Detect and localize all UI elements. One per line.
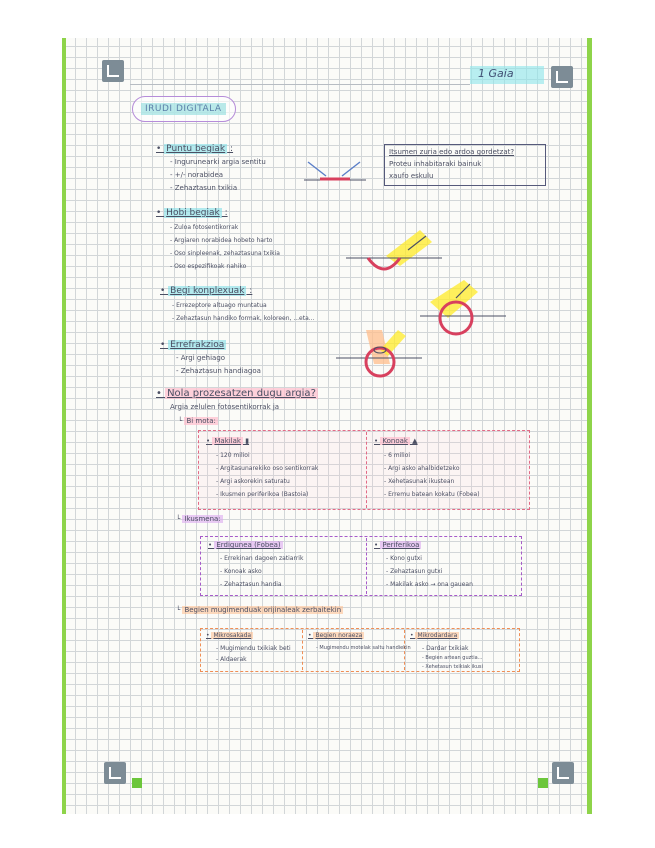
corner-logo-icon bbox=[102, 60, 124, 82]
list-item: - Zehaztasun handiko formak, koloreen, .… bbox=[172, 315, 315, 322]
list-item: - Ikusmen periferikoa (Bastoia) bbox=[216, 491, 309, 498]
list-item: - Konoak asko bbox=[220, 568, 262, 575]
heading-hobi-begiak: • Hobi begiak : bbox=[156, 208, 228, 218]
chapter-label: 1 Gaia bbox=[470, 66, 544, 84]
mikrodardara-title: • Mikrodardara bbox=[410, 632, 460, 639]
question-box: Itsumen zuria edo ardoa gordetzat? Prote… bbox=[384, 144, 546, 186]
list-item: - Argiaren norabidea hobeto harto bbox=[170, 237, 273, 244]
corner-logo-icon bbox=[552, 762, 574, 784]
errefrakzio-eye-diagram bbox=[336, 330, 422, 378]
footer-square bbox=[132, 778, 142, 788]
mugimendu-box bbox=[200, 628, 520, 672]
periferikoa-title: • Periferikoa bbox=[374, 541, 422, 549]
list-item: - Zehaztasun gutxi bbox=[386, 568, 443, 575]
list-item: - Ingurunearki argia sentitu bbox=[170, 158, 266, 166]
konoak-title: • Konoak ▲ bbox=[374, 437, 418, 445]
box-divider bbox=[366, 538, 367, 594]
makilak-title: • Makilak ▮ bbox=[206, 437, 250, 445]
page-title: IRUDI DIGITALA bbox=[132, 96, 236, 122]
makilak-konoak-box bbox=[198, 430, 530, 510]
heading-errefrakzioa: • Errefrakzioa bbox=[160, 340, 227, 350]
ikusmena-label: └ Ikusmena: bbox=[176, 515, 223, 523]
list-item: - 6 milioi bbox=[384, 452, 410, 459]
box-divider bbox=[302, 630, 303, 670]
list-item: - Argi askorekin saturatu bbox=[216, 478, 290, 485]
begien-noraeza-title: • Begien noraeza bbox=[308, 632, 365, 639]
heading-puntu-begiak: • Puntu begiak : bbox=[156, 144, 234, 154]
list-item: - Argitasunarekiko oso sentikorrak bbox=[216, 465, 319, 472]
list-item: - Oso sinpleenak, zehaztasuna txikia bbox=[170, 250, 280, 257]
ikusmena-box bbox=[200, 536, 522, 596]
list-item: - Mugimendu txikiak beti bbox=[216, 645, 291, 652]
list-item: - Aldaerak bbox=[216, 656, 247, 663]
footer-square bbox=[538, 778, 548, 788]
list-item: - Zuloa fotosentikorrak bbox=[170, 224, 239, 231]
list-item: - Erremu batean kokatu (Fobea) bbox=[384, 491, 480, 498]
list-item: - Kono gutxi bbox=[386, 555, 422, 562]
list-item: - Xehetasun txikiak ikusi bbox=[422, 664, 483, 670]
question-line: Proteu inhabitaraki bainuk bbox=[389, 160, 482, 168]
corner-logo-icon bbox=[551, 66, 573, 88]
list-item: - 120 milioi bbox=[216, 452, 250, 459]
mikrosakada-title: • Mikrosakada bbox=[206, 632, 254, 639]
list-item: - Mugimendu motelak saltu handiekin bbox=[316, 645, 411, 651]
list-item: - Zehaztasun handia bbox=[220, 581, 282, 588]
list-item: - Argi gehiago bbox=[176, 354, 226, 362]
page-title-text: IRUDI DIGITALA bbox=[141, 103, 226, 115]
list-item: - +/- norabidea bbox=[170, 171, 224, 179]
header-line bbox=[130, 84, 470, 85]
list-item: - Begien artean guztia... bbox=[422, 655, 483, 661]
begien-mugimenduak-label: └ Begien mugimenduak orijinaleak zerbait… bbox=[176, 606, 344, 614]
list-item: - Argi asko ahalbidetzeko bbox=[384, 465, 460, 472]
heading-begi-konplexuak: • Begi konplexuak : bbox=[160, 286, 253, 296]
corner-logo-icon bbox=[104, 762, 126, 784]
question-line: Itsumen zuria edo ardoa gordetzat? bbox=[389, 148, 515, 156]
list-item: - Zehaztasun txikia bbox=[170, 184, 238, 192]
list-item: - Oso espezifikoak nahiko bbox=[170, 263, 247, 270]
heading-nola-prozesatzen: • Nola prozesatzen dugu argia? bbox=[156, 388, 318, 399]
konplexu-eye-diagram bbox=[420, 280, 506, 336]
list-item: - Dardar txikiak bbox=[422, 645, 469, 652]
list-item: - Errezeptore altuago muntatua bbox=[172, 302, 267, 309]
puntu-eye-diagram bbox=[304, 161, 366, 181]
list-item: - Errekinan dagoen zatiarrik bbox=[220, 555, 304, 562]
box-divider bbox=[366, 432, 367, 508]
list-item: - Zehaztasun handiagoa bbox=[176, 367, 261, 375]
box-divider bbox=[404, 630, 405, 670]
question-line: xaufo eskulu bbox=[389, 172, 434, 180]
bi-mota-label: └ Bi mota: bbox=[178, 417, 218, 425]
notebook-page bbox=[62, 38, 592, 814]
list-item: - Xehetasunak ikustean bbox=[384, 478, 455, 485]
list-item: - Makilak asko → ona gauean bbox=[386, 581, 473, 588]
hobi-eye-diagram bbox=[346, 230, 442, 271]
erdigunea-title: • Erdigunea (Fobea) bbox=[208, 541, 283, 549]
nola-sub: Argia zelulen fotosentikorrak ja bbox=[170, 403, 280, 411]
